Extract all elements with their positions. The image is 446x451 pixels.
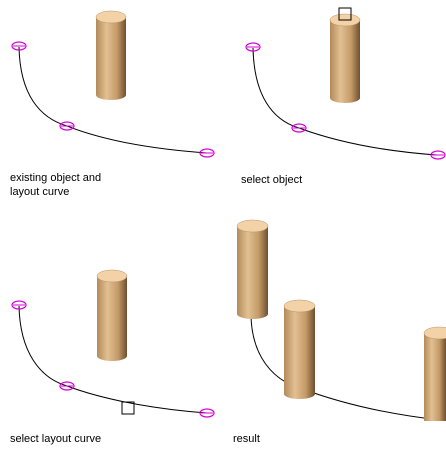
caption-line: select layout curve bbox=[10, 433, 102, 445]
panel-result bbox=[236, 219, 446, 421]
curve-grip-end bbox=[199, 148, 215, 158]
curve-grip-end bbox=[430, 150, 446, 160]
curve-grip-end bbox=[199, 408, 215, 418]
column-object-2 bbox=[283, 299, 316, 399]
caption-existing-object: existing object and layout curve bbox=[10, 171, 101, 199]
curve-grip-start bbox=[11, 300, 27, 310]
panel-select-object bbox=[245, 7, 446, 160]
column-object bbox=[329, 13, 361, 103]
pick-box bbox=[121, 401, 135, 415]
column-object-1 bbox=[236, 219, 269, 319]
curve-grip-start bbox=[11, 41, 27, 51]
column-object bbox=[96, 269, 128, 361]
panel-select-layout-curve bbox=[11, 269, 215, 418]
caption-result: result bbox=[233, 432, 260, 446]
curve-grip-mid bbox=[59, 121, 75, 131]
caption-line: result bbox=[233, 433, 260, 445]
caption-line: layout curve bbox=[10, 186, 70, 198]
curve-grip-mid bbox=[59, 381, 75, 391]
caption-select-layout-curve: select layout curve bbox=[10, 432, 101, 446]
pick-box bbox=[338, 7, 352, 21]
curve-grip-mid bbox=[291, 123, 307, 133]
column-object-3 bbox=[423, 326, 446, 421]
panel-existing-object bbox=[11, 10, 215, 158]
caption-line: select object bbox=[241, 174, 303, 186]
caption-select-object: select object bbox=[241, 173, 302, 187]
layout-curve bbox=[250, 315, 441, 421]
caption-line: existing object and bbox=[10, 172, 102, 184]
column-object bbox=[95, 10, 127, 100]
curve-grip-start bbox=[245, 42, 261, 52]
